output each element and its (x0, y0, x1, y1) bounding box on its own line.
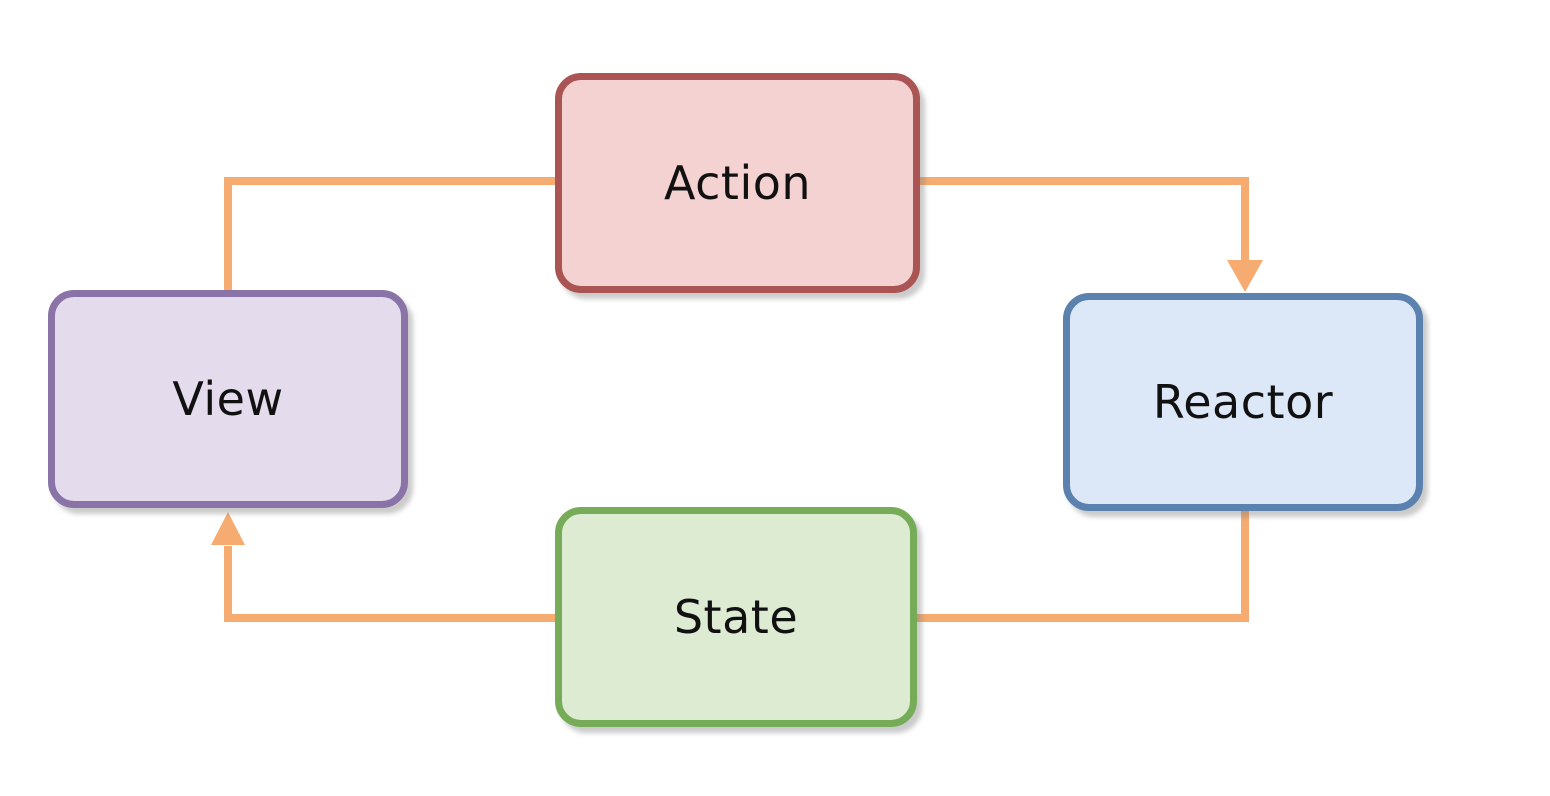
node-action: Action (555, 73, 920, 293)
edge-reactor-to-state (917, 510, 1249, 622)
node-action-label: Action (663, 156, 812, 210)
node-view-label: View (172, 372, 284, 426)
edge-view-to-action (224, 177, 556, 291)
node-reactor: Reactor (1063, 293, 1423, 511)
node-state: State (555, 507, 917, 727)
arrowhead-into-reactor-icon (1227, 260, 1263, 292)
node-reactor-label: Reactor (1152, 375, 1334, 429)
node-state-label: State (673, 590, 799, 644)
node-view: View (48, 290, 408, 508)
arrowhead-into-view-icon (211, 512, 245, 545)
edge-action-to-reactor (919, 177, 1249, 263)
edge-state-to-view (224, 546, 556, 622)
